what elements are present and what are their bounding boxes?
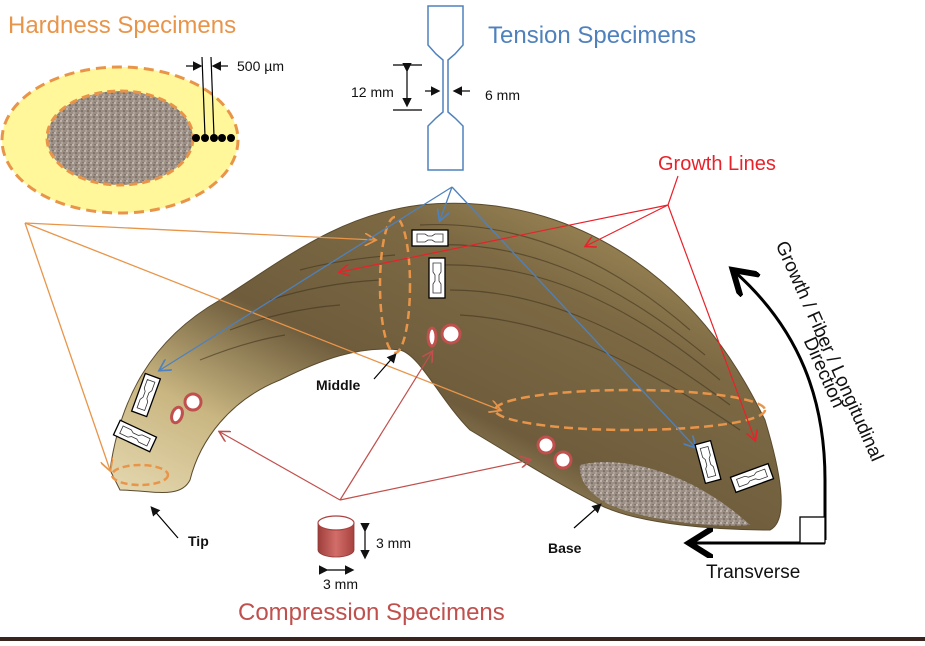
dogbone-shape (427, 5, 464, 171)
base-label: Base (548, 540, 582, 556)
indent-point (192, 134, 200, 142)
tension-gauge-length-label: 12 mm (351, 84, 394, 100)
hardness-specimen-diagram (0, 56, 767, 487)
compression-marker (536, 435, 556, 455)
hardness-title: Hardness Specimens (8, 12, 237, 39)
tip-section-ellipse (110, 463, 170, 487)
compression-title: Compression Specimens (238, 599, 505, 626)
spacing-line (201, 56, 206, 137)
middle-label: Middle (316, 377, 361, 393)
hardness-inner-core (45, 89, 195, 187)
horn-shape (109, 202, 782, 531)
spacing-line (210, 56, 215, 137)
cylinder-top (317, 515, 355, 531)
tension-specimen-diagram (160, 5, 695, 447)
tension-marker (729, 462, 775, 494)
tension-marker (411, 229, 449, 247)
middle-section-ellipse (378, 215, 412, 355)
indent-point (218, 134, 226, 142)
indentation-points (192, 134, 235, 142)
tension-marker (112, 419, 158, 453)
tension-marker (694, 439, 722, 485)
right-angle-marker (799, 516, 826, 544)
compression-marker (426, 326, 438, 348)
compression-diameter-label: 3 mm (323, 576, 358, 592)
longitudinal-direction-arrow (735, 272, 827, 540)
tension-gauge-width-label: 6 mm (485, 87, 520, 103)
bottom-border (0, 637, 925, 641)
base-section-ellipse (493, 388, 767, 432)
compression-marker (183, 392, 203, 412)
base-cross-section (579, 462, 750, 526)
compression-marker (440, 323, 462, 345)
tension-marker (428, 257, 446, 299)
tip-pointer-arrow (150, 506, 179, 539)
transverse-label: Transverse (706, 562, 801, 583)
indent-point (201, 134, 209, 142)
growth-line-leaders (340, 175, 755, 440)
tip-label: Tip (188, 533, 209, 549)
horn-image (109, 202, 782, 531)
middle-pointer-arrow (373, 353, 397, 380)
hardness-spacing-label: 500 µm (237, 58, 284, 74)
compression-leader-lines (220, 352, 530, 501)
tension-specimen-markers (112, 229, 775, 494)
horn-growth-striations (199, 223, 741, 431)
compression-specimen-markers (170, 323, 573, 470)
compression-marker (553, 450, 573, 470)
tension-marker (130, 372, 162, 418)
hardness-leader-lines (24, 222, 500, 470)
growth-lines-title: Growth Lines (658, 153, 776, 175)
tension-title: Tension Specimens (488, 22, 697, 49)
indent-point (227, 134, 235, 142)
compression-marker (170, 405, 184, 425)
tension-leader-lines (160, 186, 695, 447)
compression-height-label: 3 mm (376, 535, 411, 551)
compression-cylinder-diagram (317, 515, 370, 575)
base-pointer-arrow (573, 503, 602, 529)
cylinder-body (317, 522, 355, 558)
indent-point (210, 134, 218, 142)
